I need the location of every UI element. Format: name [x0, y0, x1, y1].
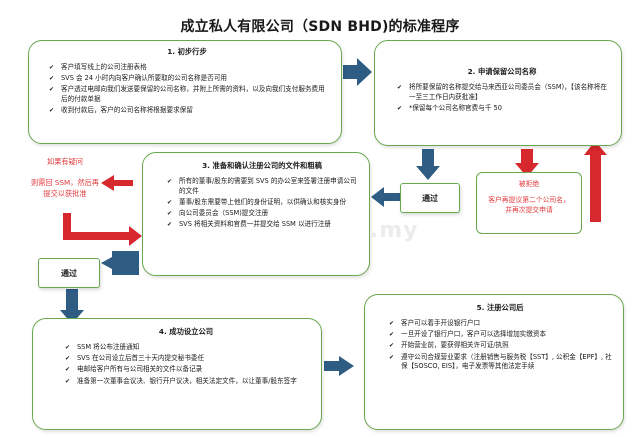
step-2-heading: 2. 申请保留公司名称 [467, 67, 537, 76]
arrow-rejected-to-step2 [584, 141, 607, 222]
step-3-item: 所有的董事/股东的需要到 SVS 的办公室来签署注册申请公司的文件 [165, 177, 359, 197]
arrow-step2-to-rejected [515, 149, 539, 177]
step-1-list: 客户填写线上的公司注册表格 SVS 会 24 小时内向客户确认所要取的公司名称是… [47, 63, 327, 116]
step-3-list: 所有的董事/股东的需要到 SVS 的办公室来签署注册申请公司的文件 董事/股东需… [165, 177, 359, 230]
step-5-heading: 5. 注册公司后 [476, 303, 524, 312]
arrow-step1-to-step2 [343, 58, 372, 86]
pass-label-1-text: 通过 [422, 194, 438, 203]
step-2-list: 将所要保留的名称提交给马来西亚公司委员会（SSM)，【该名称将在一至三工作日内获… [395, 83, 609, 114]
step-1-item: SVS 会 24 小时内向客户确认所要取的公司名称是否可用 [47, 74, 327, 84]
arrow-step3-to-pass2 [101, 251, 139, 275]
step-2-box: 2. 申请保留公司名称 将所要保留的名称提交给马来西亚公司委员会（SSM)，【该… [374, 40, 622, 146]
page-title: 成立私人有限公司（SDN BHD)的标准程序 [180, 19, 460, 35]
step-5-list: 客户可以着手开设银行户口 一旦开设了银行户口，客户可以选择增加实缴资本 开始营业… [387, 319, 613, 372]
step-3-heading: 3. 准备和确认注册公司的文件和粗稿 [202, 161, 322, 170]
pass-label-2-text: 通过 [61, 269, 77, 278]
step-5-item: 客户可以着手开设银行户口 [387, 319, 613, 329]
query-note: 如果有疑问 则需回 SSM，然后再提交以获批准 [30, 156, 100, 199]
step-1-item: 客户填写线上的公司注册表格 [47, 63, 327, 73]
arrow-step4-to-step5 [324, 356, 354, 376]
step-4-item: SVS 在公司设立后首三十天内提交秘书委任 [63, 354, 309, 364]
step-5-item: 遵守公司合规营业要求（注册销售与服务税【SST】, 公积金【EPF】, 社保【S… [387, 353, 613, 373]
step-2-item: 将所要保留的名称提交给马来西亚公司委员会（SSM)，【该名称将在一至三工作日内获… [395, 83, 609, 103]
step-4-heading: 4. 成功设立公司 [158, 327, 214, 336]
step-1-item: 客户透过电邮向我们发送要保留的公司名称，并附上所需的资料，以及向我们支付服务费用… [47, 85, 327, 105]
step-3-item: 向公司委员会（SSM)提交注册 [165, 209, 359, 219]
step-3-item: 董事/股东需要带上他们的身份证明，以供确认和核实身份 [165, 198, 359, 208]
step-5-item: 一旦开设了银行户口，客户可以选择增加实缴资本 [387, 330, 613, 340]
arrow-pass-to-step3 [371, 187, 400, 207]
step-2-item: *保留每个公司名称官费与千 50 [395, 104, 609, 114]
query-note-text: 则需回 SSM，然后再提交以获批准 [31, 178, 99, 198]
step-3-item: SVS 将相关资料和官费一并提交给 SSM 以进行注册 [165, 220, 359, 230]
step-5-box: 5. 注册公司后 客户可以着手开设银行户口 一旦开设了银行户口，客户可以选择增加… [364, 294, 624, 430]
step-5-item: 开始营业前，要获得相关许可证/执照 [387, 341, 613, 351]
pass-label-2: 通过 [38, 258, 100, 288]
rejected-note: 客户再提议第二个公司名，并再次提交申请 [488, 196, 570, 214]
arrow-step3-to-query [101, 175, 133, 191]
step-3-box: 3. 准备和确认注册公司的文件和粗稿 所有的董事/股东的需要到 SVS 的办公室… [142, 152, 370, 276]
arrow-query-to-step3 [63, 213, 142, 246]
step-4-box: 4. 成功设立公司 SSM 将公布注册通知 SVS 在公司设立后首三十天内提交秘… [32, 318, 322, 430]
step-4-item: SSM 将公布注册通知 [63, 343, 309, 353]
arrow-step2-to-pass [416, 149, 440, 180]
rejected-box: 被拒绝 客户再提议第二个公司名，并再次提交申请 [476, 172, 582, 234]
step-4-item: 准备第一次董事会议决、银行开户议决，相关法定文件，以让董事/股东签字 [63, 377, 309, 387]
step-1-item: 收到付款后，客户的公司名称将根据要求保留 [47, 106, 327, 116]
pass-label-1: 通过 [400, 183, 460, 213]
query-title: 如果有疑问 [47, 157, 83, 166]
step-1-box: 1. 初步行步 客户填写线上的公司注册表格 SVS 会 24 小时内向客户确认所… [28, 40, 342, 144]
step-4-list: SSM 将公布注册通知 SVS 在公司设立后首三十天内提交秘书委任 电邮给客户所… [63, 343, 309, 386]
rejected-label: 被拒绝 [518, 180, 540, 188]
arrow-pass2-to-step4 [60, 289, 84, 324]
step-4-item: 电邮给客户所有与公司相关的文件以备记录 [63, 365, 309, 375]
step-1-heading: 1. 初步行步 [167, 47, 207, 56]
